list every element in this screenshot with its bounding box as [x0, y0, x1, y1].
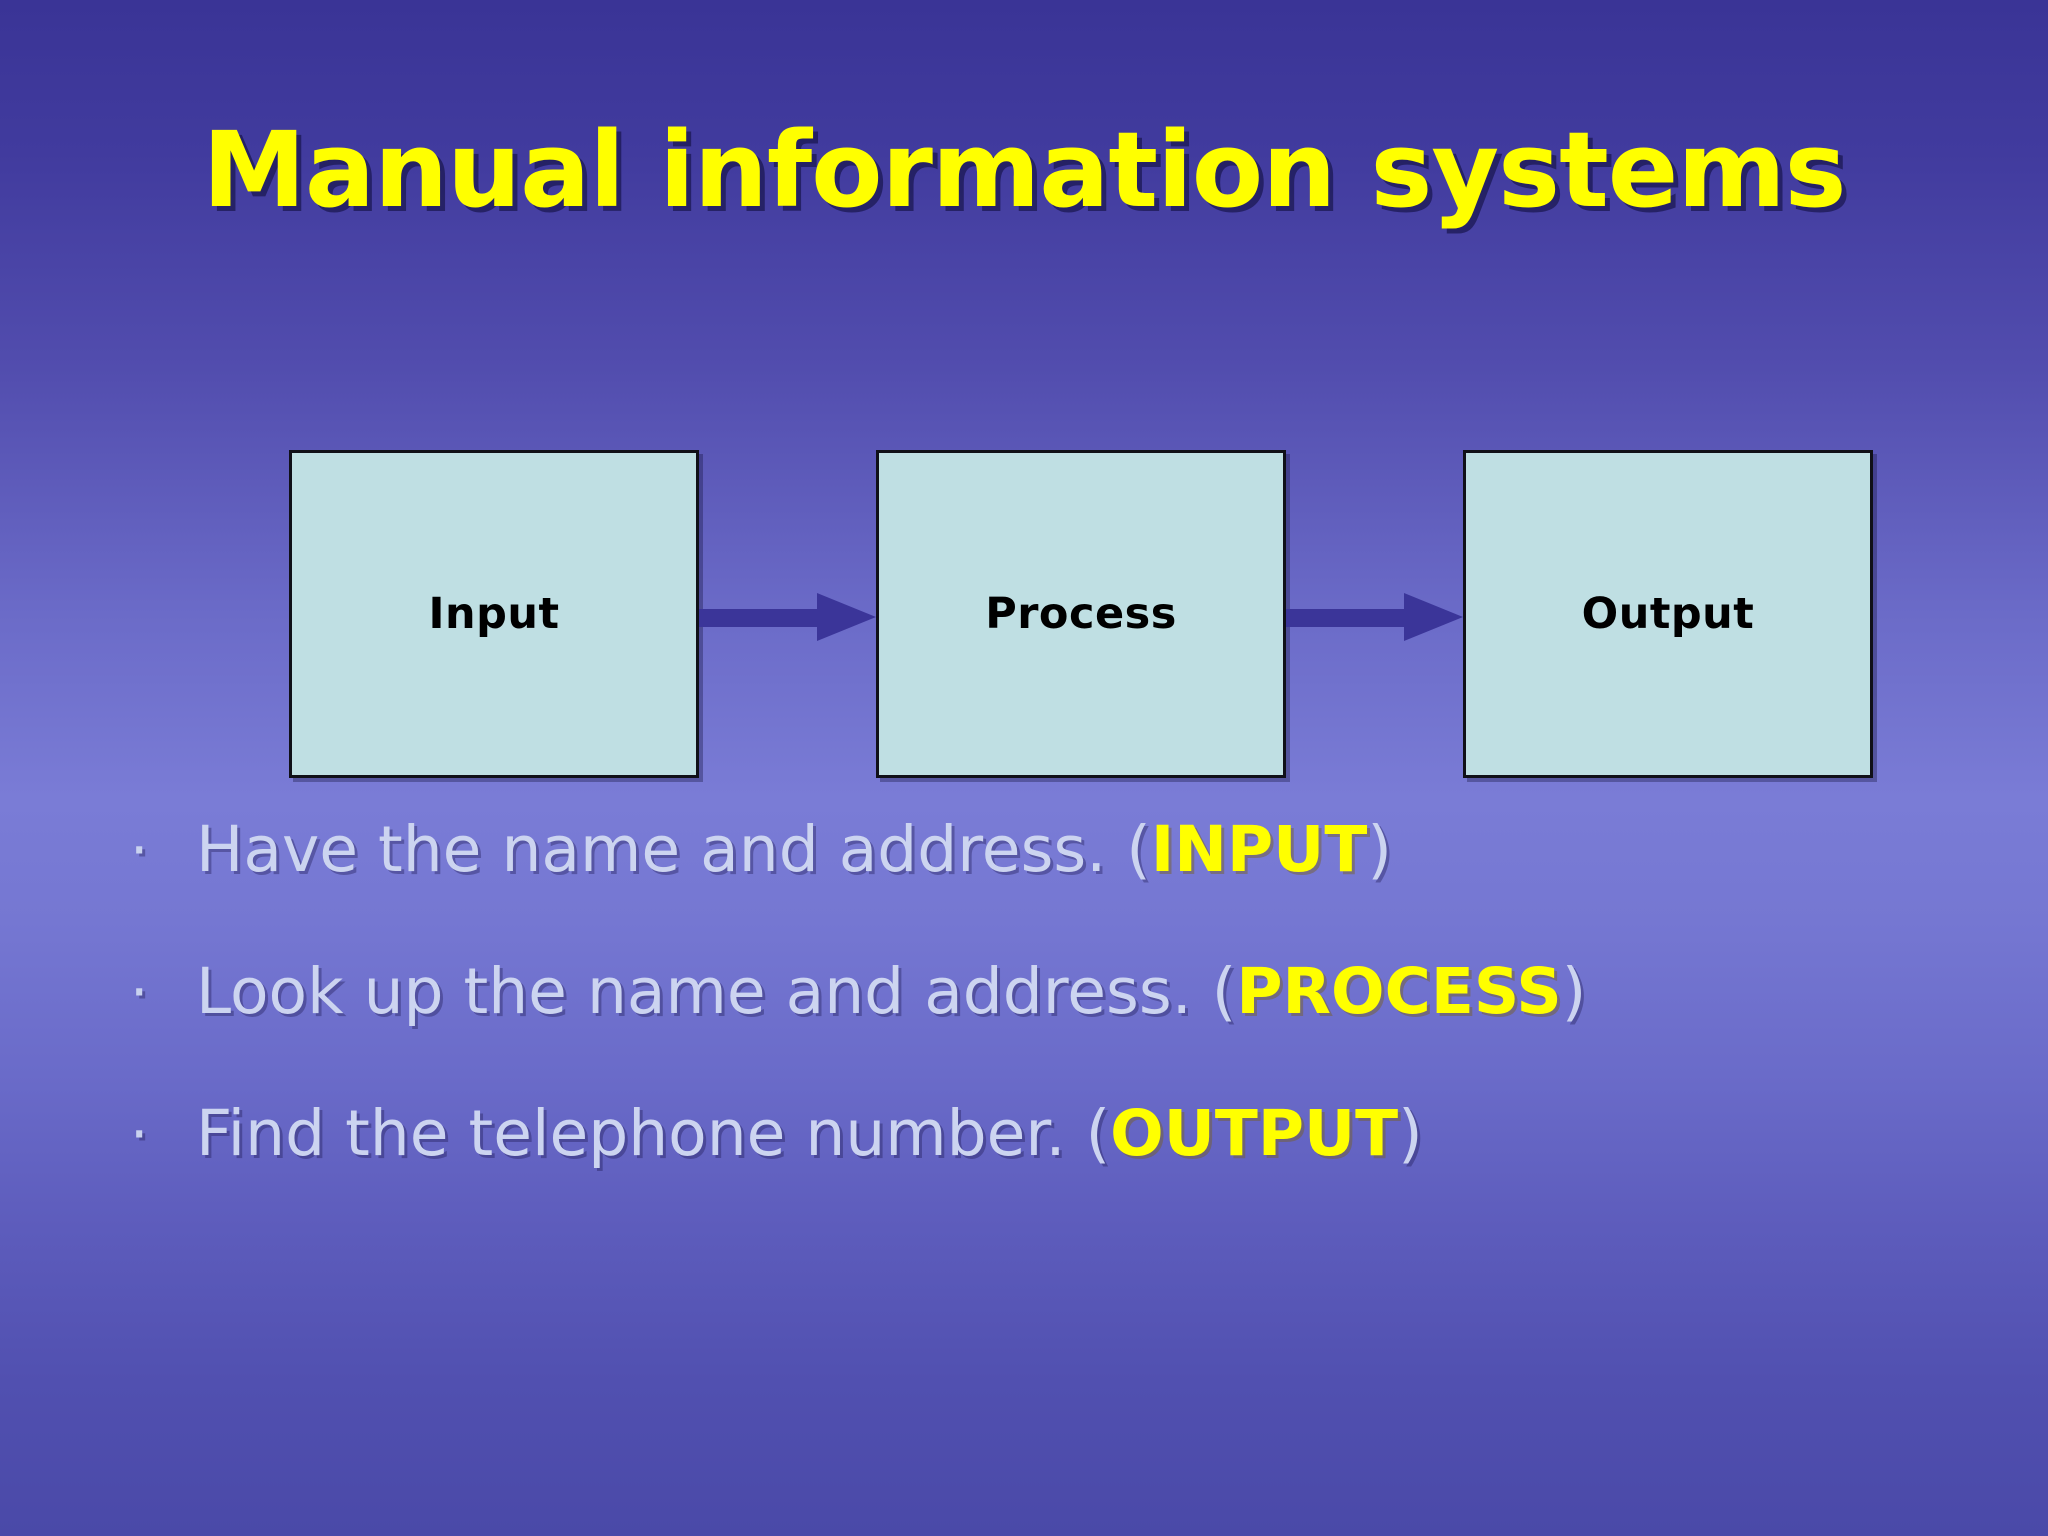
slide-title: Manual information systems: [202, 109, 1846, 231]
list-item-lead: Find the telephone number. (: [196, 1097, 1111, 1170]
list-item-keyword: INPUT: [1150, 813, 1368, 886]
list-item-text: Have the name and address. (INPUT): [196, 810, 1990, 890]
list-item-tail: ): [1367, 813, 1392, 886]
bullet-marker-icon: ·: [130, 1100, 149, 1168]
arrow-head: [817, 593, 876, 641]
arrow-shaft: [1286, 609, 1406, 627]
list-item-lead: Have the name and address. (: [196, 813, 1151, 886]
bullet-marker-icon: ·: [130, 958, 149, 1026]
arrow-right-icon-input-to-process: [699, 593, 876, 641]
list-item: · Find the telephone number. (OUTPUT): [130, 1094, 1990, 1174]
bullet-marker-icon: ·: [130, 816, 149, 884]
list-item-lead: Look up the name and address. (: [196, 955, 1237, 1028]
list-item-keyword: PROCESS: [1236, 955, 1562, 1028]
list-item-text: Look up the name and address. (PROCESS): [196, 952, 1990, 1032]
flow-box-output-label: Output: [1581, 589, 1755, 639]
list-item-keyword: OUTPUT: [1110, 1097, 1399, 1170]
flow-diagram: Input Process Output: [0, 450, 2048, 780]
flow-box-process[interactable]: Process: [876, 450, 1286, 778]
arrow-shaft: [699, 609, 819, 627]
flow-box-output[interactable]: Output: [1463, 450, 1873, 778]
flow-box-input-label: Input: [428, 589, 560, 639]
list-item-text: Find the telephone number. (OUTPUT): [196, 1094, 1990, 1174]
list-item: · Look up the name and address. (PROCESS…: [130, 952, 1990, 1032]
arrow-right-icon-process-to-output: [1286, 593, 1463, 641]
arrow-head: [1404, 593, 1463, 641]
flow-box-process-label: Process: [985, 589, 1177, 639]
list-item: · Have the name and address. (INPUT): [130, 810, 1990, 890]
bullet-list: · Have the name and address. (INPUT) · L…: [130, 810, 1990, 1236]
flow-box-input[interactable]: Input: [289, 450, 699, 778]
list-item-tail: ): [1561, 955, 1587, 1028]
list-item-tail: ): [1398, 1097, 1423, 1170]
